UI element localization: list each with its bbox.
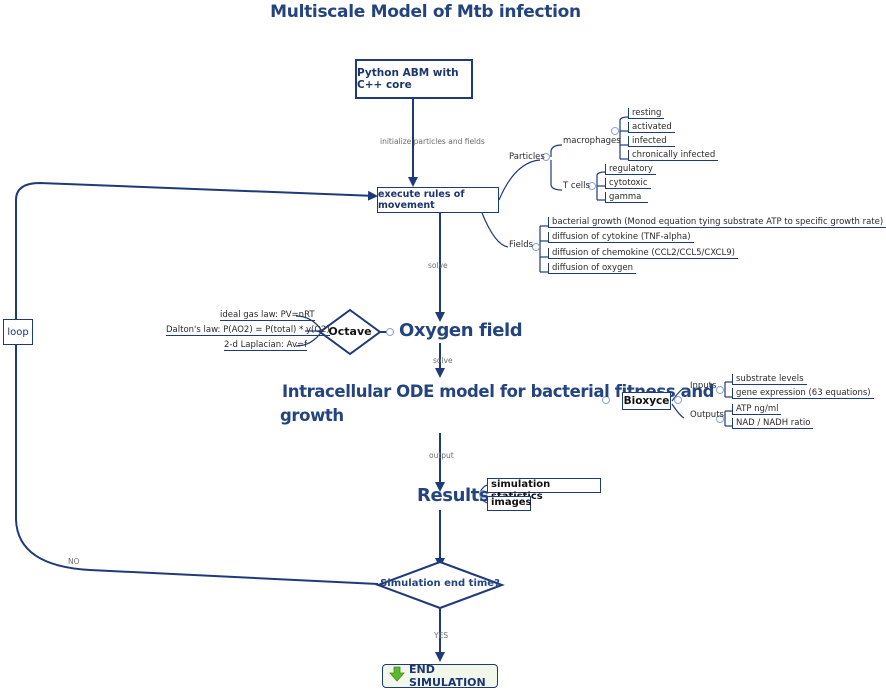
macrophage-item: chronically infected xyxy=(628,150,719,161)
octave-diamond xyxy=(318,308,382,356)
execute-box: execute rules of movement xyxy=(377,187,499,213)
solve-label: solve xyxy=(428,261,448,270)
octave-law: ideal gas law: PV=nRT xyxy=(220,310,315,321)
field-item: diffusion of cytokine (TNF-alpha) xyxy=(548,232,694,243)
particles-label: Particles xyxy=(509,152,545,162)
yes-label: YES xyxy=(434,631,449,640)
octave-label: Octave xyxy=(328,325,372,338)
macrophages-label: macrophages xyxy=(563,136,621,146)
connector-lines xyxy=(15,97,732,662)
bioxyce-box: Bioxyce xyxy=(622,392,671,410)
decision-diamond xyxy=(375,560,505,610)
output-item: NAD / NADH ratio xyxy=(732,418,814,429)
input-item: gene expression (63 equations) xyxy=(732,388,874,399)
octave-law: 2-d Laplacian: Av=f xyxy=(224,340,308,351)
inputs-label: Inputs xyxy=(690,381,717,391)
tcell-item: cytotoxic xyxy=(605,178,651,189)
results-item-images: images xyxy=(487,496,532,511)
outputs-label: Outputs xyxy=(690,410,724,420)
end-simulation-button[interactable]: END SIMULATION xyxy=(382,663,498,689)
python-abm-label: Python ABM with C++ core xyxy=(357,67,459,91)
loop-label: loop xyxy=(7,326,29,338)
macrophage-item: activated xyxy=(628,122,675,133)
field-item: bacterial growth (Monod equation tying s… xyxy=(548,217,886,228)
output-item: ATP ng/ml xyxy=(732,404,782,415)
loop-path-top xyxy=(15,181,378,320)
results-label: Results xyxy=(417,485,490,506)
octave-law: Dalton's law: P(AO2) = P(total) * y(O2) xyxy=(166,325,330,336)
tcell-item: regulatory xyxy=(605,164,656,175)
input-item: substrate levels xyxy=(732,374,807,385)
tcells-label: T cells xyxy=(563,181,590,191)
field-item: diffusion of oxygen xyxy=(548,263,636,274)
results-item-stats: simulation statistics xyxy=(487,478,601,502)
macrophage-item: infected xyxy=(628,136,675,147)
loop-box: loop xyxy=(3,319,33,345)
end-simulation-label: END SIMULATION xyxy=(409,663,486,689)
ode-model-line1: Intracellular ODE model for bacterial fi… xyxy=(282,382,715,401)
oxygen-field: Oxygen field xyxy=(399,320,523,341)
init-label: initialize particles and fields xyxy=(380,137,485,146)
bioxyce-label: Bioxyce xyxy=(623,395,670,407)
down-arrow-icon xyxy=(389,666,405,686)
python-abm-box: Python ABM with C++ core xyxy=(355,59,473,99)
solve2-label: solve xyxy=(433,356,453,365)
tcell-item: gamma xyxy=(605,192,648,203)
output-label: output xyxy=(429,451,454,460)
execute-label: execute rules of movement xyxy=(378,189,465,211)
field-item: diffusion of chemokine (CCL2/CCL5/CXCL9) xyxy=(548,248,738,259)
loop-path xyxy=(15,345,379,585)
macrophage-item: resting xyxy=(628,108,665,119)
no-label: NO xyxy=(68,557,80,566)
ode-model-line2: growth xyxy=(280,406,344,425)
results-item-images-label: images xyxy=(491,497,532,508)
fields-label: Fields xyxy=(509,240,534,250)
diagram-title: Multiscale Model of Mtb infection xyxy=(270,2,581,22)
decision-label: Simulation end time? xyxy=(380,578,500,589)
